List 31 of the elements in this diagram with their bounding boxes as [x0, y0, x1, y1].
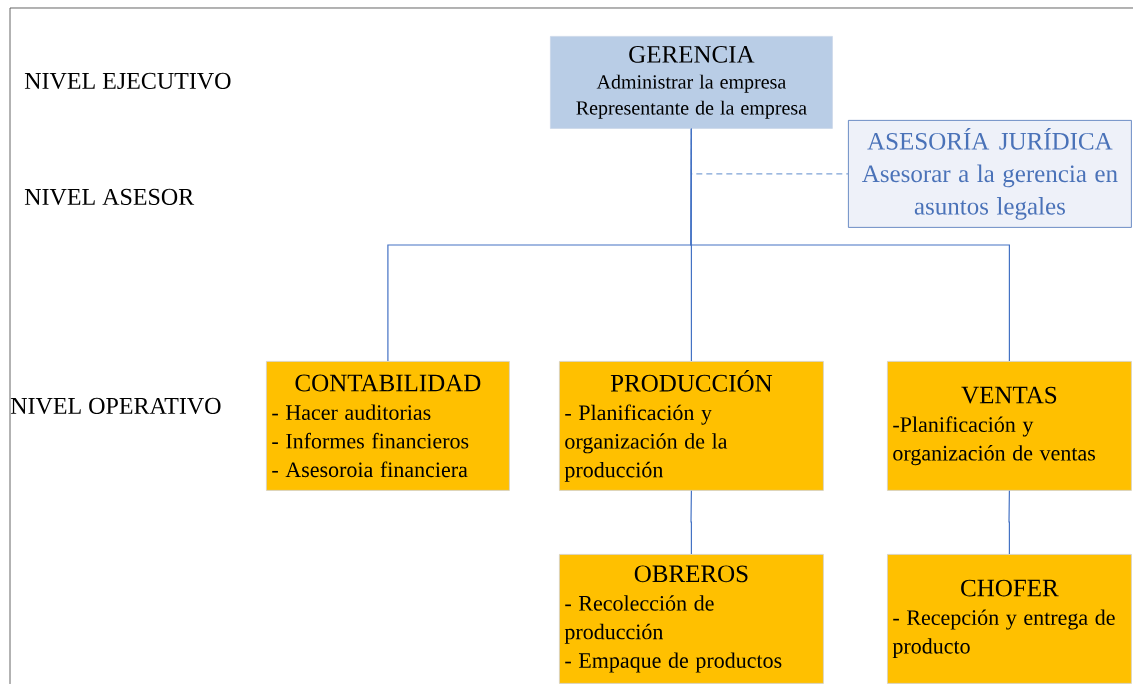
duty-text: - Recolección de producción: [564, 595, 714, 644]
org-box: [559, 361, 824, 491]
connector-line: [690, 128, 1010, 362]
level-label: NIVEL ASESOR: [24, 188, 195, 206]
org-box: [559, 554, 824, 684]
heading: OBREROS: [634, 565, 748, 583]
level-label: NIVEL OPERATIVO: [10, 397, 221, 415]
org-box: [887, 361, 1132, 491]
duty-text: -Planificación y organización de ventas: [893, 416, 1095, 466]
connector-line: [1008, 490, 1010, 555]
duty-text: - Empaque de productos: [565, 652, 782, 673]
org-box: [550, 36, 833, 129]
duty-text: - Asesoroia financiera: [272, 461, 468, 478]
org-box: [848, 120, 1132, 228]
org-box: [887, 554, 1132, 684]
duty-text: - Informes financieros: [272, 432, 469, 449]
duty-text: Representante de la empresa: [576, 100, 807, 119]
heading: ASESORÍA JURÍDICA: [867, 127, 1113, 150]
heading: GERENCIA: [629, 46, 755, 63]
heading: PRODUCCIÓN: [610, 369, 773, 392]
connector-line: [690, 490, 692, 555]
duty-text: Asesorar a la gerencia en asuntos legales: [862, 164, 1118, 220]
heading: CHOFER: [961, 579, 1059, 597]
duty-text: - Hacer auditorias: [272, 404, 431, 420]
org-box: [266, 361, 510, 491]
duty-text: Administrar la empresa: [596, 74, 786, 93]
heading: CONTABILIDAD: [295, 374, 481, 392]
duty-text: - Recepción y entrega de producto: [892, 609, 1115, 659]
duty-text: - Planificación y organización de la producción: [564, 404, 728, 482]
level-label: NIVEL EJECUTIVO: [24, 72, 231, 90]
heading: VENTAS: [961, 386, 1057, 404]
